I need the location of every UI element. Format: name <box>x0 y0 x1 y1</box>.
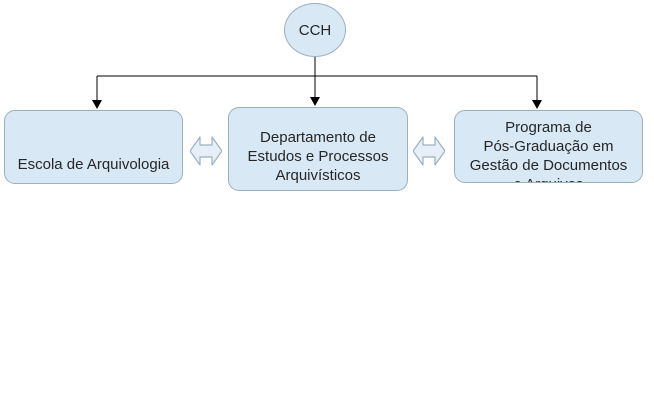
node-departamento-estudos-processos-arquivisticos: Departamento de Estudos e Processos Arqu… <box>228 107 408 191</box>
node-label-line: Gestão de Documentos <box>469 157 628 174</box>
node-label-line: Arquivísticos <box>275 167 361 184</box>
node-cch: CCH <box>284 3 346 57</box>
node-label-line: Programa de <box>505 119 592 136</box>
node-label-line: Departamento de <box>260 129 376 146</box>
node-label-line: Pós-Graduação em <box>483 138 614 155</box>
double-arrow-icon <box>413 136 445 166</box>
node-escola-de-arquivologia: Escola de Arquivologia <box>4 110 183 184</box>
node-label-line-clipped: e Arquivos <box>455 175 642 182</box>
node-label-line: Estudos e Processos <box>247 148 389 165</box>
node-label-line: Escola de Arquivologia <box>17 156 170 173</box>
middle-arrowhead-icon <box>310 97 320 106</box>
right-arrowhead-icon <box>532 100 542 109</box>
node-programa-pos-graduacao-gestao-documentos: Programa de Pós-Graduação em Gestão de D… <box>454 110 643 183</box>
node-cch-label: CCH <box>298 21 332 39</box>
left-arrowhead-icon <box>92 100 102 109</box>
double-arrow-icon <box>190 136 222 166</box>
